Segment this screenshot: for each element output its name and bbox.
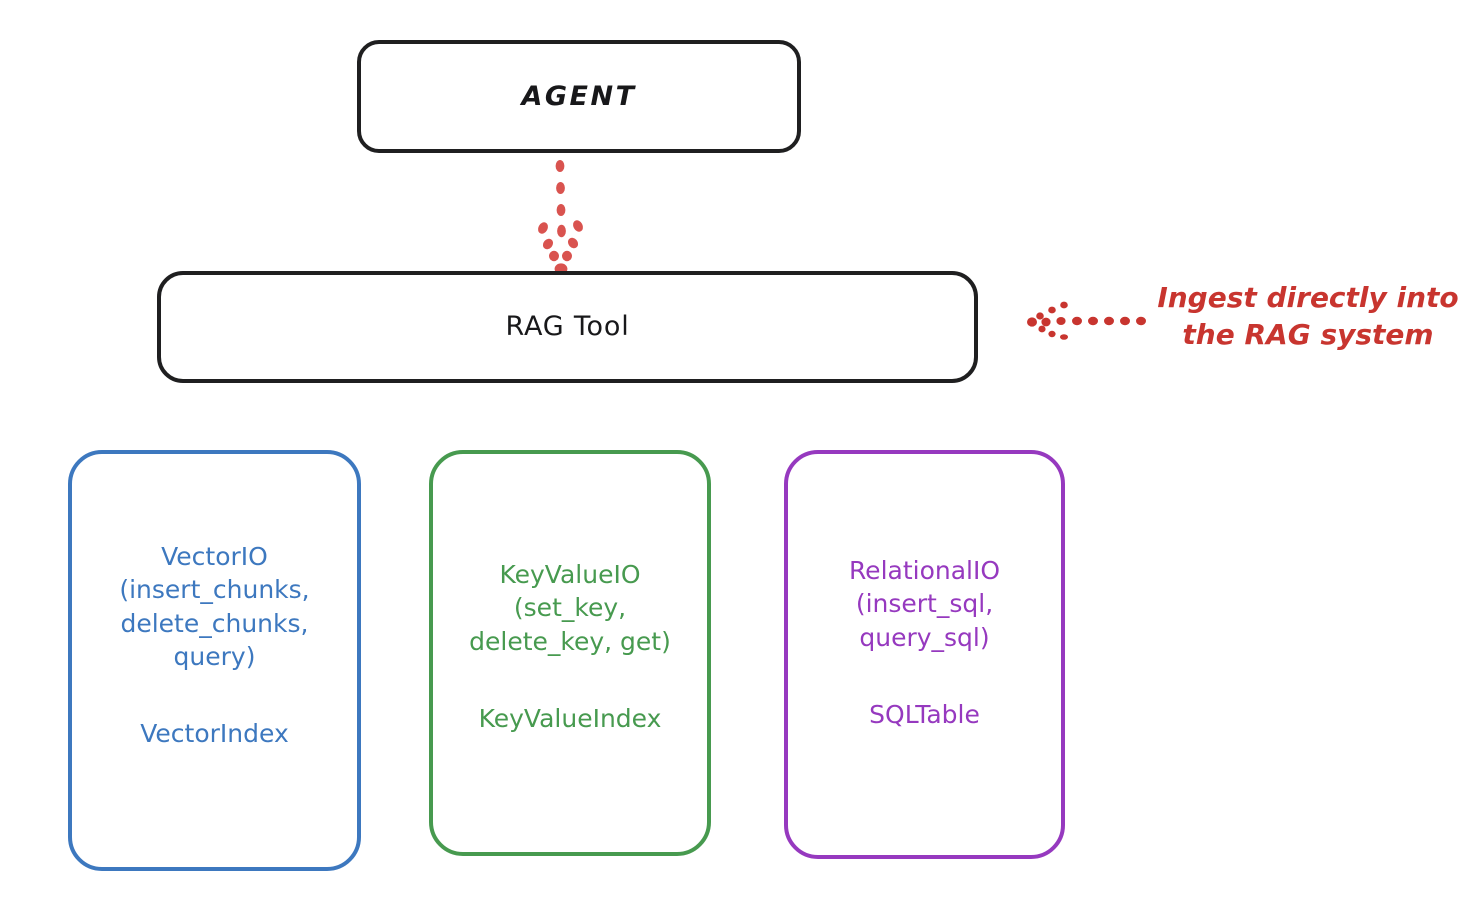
connector-agent-to-rag-tool: [505, 152, 615, 275]
connector-ingest-to-rag-tool: [1018, 296, 1146, 346]
dotted-arrow-left-icon: [1027, 301, 1146, 340]
annotation-ingest-note: Ingest directly into the RAG system: [1157, 281, 1459, 352]
dotted-arrow-down-icon: [538, 160, 583, 275]
node-vector-io-api-label: VectorIO (insert_chunks, delete_chunks, …: [119, 542, 310, 671]
node-key-value-io[interactable]: KeyValueIO (set_key, delete_key, get) Ke…: [429, 450, 711, 856]
node-relational-io-api-label: RelationalIO (insert_sql, query_sql): [848, 556, 1001, 652]
node-agent-label: AGENT: [521, 80, 637, 112]
node-key-value-io-api-label: KeyValueIO (set_key, delete_key, get): [469, 560, 671, 656]
node-vector-io-index-label: VectorIndex: [140, 719, 289, 748]
node-vector-io[interactable]: VectorIO (insert_chunks, delete_chunks, …: [68, 450, 361, 871]
node-key-value-io-index-label: KeyValueIndex: [478, 703, 662, 733]
node-relational-io-index-label: SQLTable: [869, 699, 980, 729]
node-rag-tool-label: RAG Tool: [505, 311, 630, 343]
node-rag-tool[interactable]: RAG Tool: [157, 271, 978, 383]
node-relational-io[interactable]: RelationalIO (insert_sql, query_sql) SQL…: [784, 450, 1065, 859]
node-agent[interactable]: AGENT: [357, 40, 801, 153]
